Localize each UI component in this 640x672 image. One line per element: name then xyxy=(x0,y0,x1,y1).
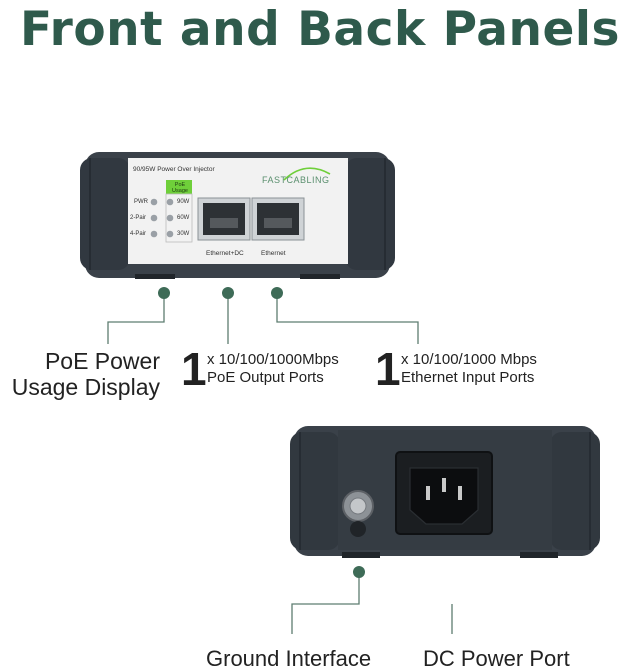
back-panel-device xyxy=(290,426,600,558)
brand-logo: FASTCABLING xyxy=(262,175,330,185)
callout-dc-power-port: DC Power Port xyxy=(423,646,570,671)
led-column-left xyxy=(150,198,158,238)
led-label-30w: 30W xyxy=(177,231,190,237)
input-port-count: 1 xyxy=(375,343,401,395)
port-label-ethernet: Ethernet xyxy=(261,250,286,257)
input-port-line2: Ethernet Input Ports xyxy=(401,369,535,386)
ground-screw xyxy=(342,490,374,537)
callout-ground-interface: Ground Interface xyxy=(206,646,372,671)
port-label-ethernet-dc: Ethernet+DC xyxy=(206,250,244,257)
led-label-pwr: PWR xyxy=(134,199,148,205)
ethernet-dc-port xyxy=(197,197,251,241)
front-panel-device xyxy=(80,152,395,279)
led-column-right xyxy=(166,198,174,238)
led-label-4pair: 4-Pair xyxy=(130,231,147,237)
output-port-line1: x 10/100/1000Mbps xyxy=(207,351,339,368)
led-label-90w: 90W xyxy=(177,199,190,205)
page-title: Front and Back Panels xyxy=(20,2,620,57)
input-port-line1: x 10/100/1000 Mbps xyxy=(401,351,537,368)
output-port-line2: PoE Output Ports xyxy=(207,369,324,386)
led-label-60w: 60W xyxy=(177,215,190,221)
model-text: 90/95W Power Over Injector xyxy=(133,166,215,173)
callout-poe-power: PoE Power Usage Display xyxy=(11,348,160,400)
ethernet-port xyxy=(251,197,305,241)
led-label-2pair: 2-Pair xyxy=(130,215,147,221)
dc-power-socket xyxy=(395,451,493,535)
output-port-count: 1 xyxy=(181,343,207,395)
poe-usage-badge: PoE Usage xyxy=(172,182,188,194)
